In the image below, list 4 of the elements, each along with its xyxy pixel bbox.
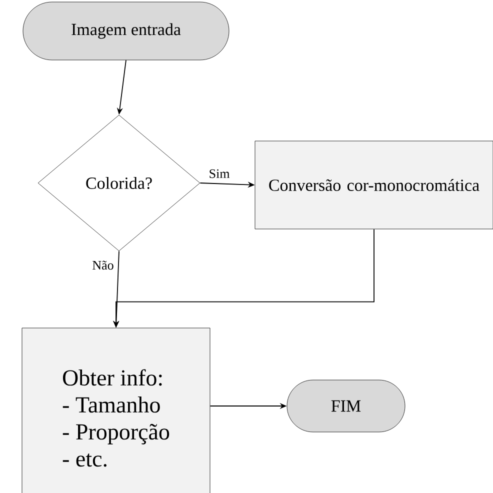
process-box: Obter info: - Tamanho - Proporção - etc.: [22, 328, 210, 493]
edge-label: Sim: [208, 168, 231, 180]
process-box: Conversão cor-monocromática: [254, 140, 493, 230]
edge-label: Não: [91, 260, 115, 271]
